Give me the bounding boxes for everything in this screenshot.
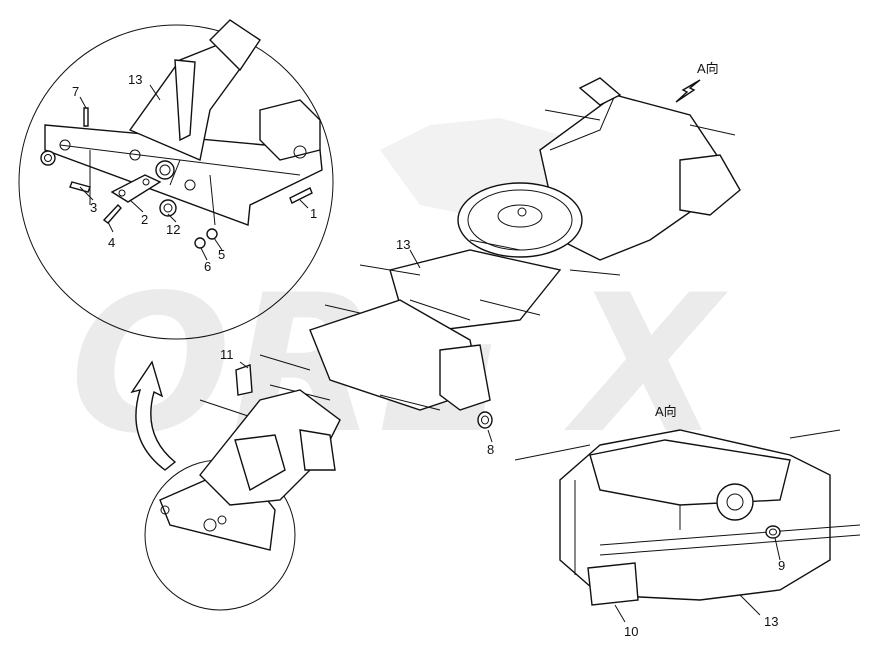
callout-1: 1 — [310, 206, 317, 221]
seal-ring-icon — [155, 160, 175, 180]
callout-8: 8 — [487, 442, 494, 457]
seal-ring-icon — [477, 411, 493, 429]
callout-7: 7 — [72, 84, 79, 99]
detail-circle — [18, 19, 334, 340]
pin-part — [289, 187, 313, 204]
washer-part — [194, 237, 206, 249]
callout-13-main: 13 — [396, 237, 410, 252]
callout-6: 6 — [204, 259, 211, 274]
slewing-ring — [457, 182, 583, 258]
main-frame-assembly — [199, 77, 741, 506]
callout-13-inset: 13 — [764, 614, 778, 629]
callout-12: 12 — [166, 222, 180, 237]
callout-2: 2 — [141, 212, 148, 227]
callout-5: 5 — [218, 247, 225, 262]
view-label-top: A向 — [697, 61, 719, 76]
curved-arrow-up-icon — [130, 360, 177, 471]
nut-part — [206, 228, 218, 240]
view-label-inset: A向 — [655, 404, 677, 419]
callout-9: 9 — [778, 558, 785, 573]
cover-plate-part — [587, 562, 639, 606]
callout-13-detail: 13 — [128, 72, 142, 87]
seal-ring-icon — [765, 525, 781, 539]
seal-ring-icon — [40, 150, 56, 166]
seal-ring-icon — [159, 199, 177, 217]
callout-10: 10 — [624, 624, 638, 639]
clip-part — [235, 364, 253, 396]
inset-view-a — [514, 429, 861, 623]
callout-3: 3 — [90, 200, 97, 215]
bolt-part — [102, 203, 122, 224]
callout-11: 11 — [220, 347, 234, 362]
callout-4: 4 — [108, 235, 115, 250]
labels: A向 A向 1 2 3 4 5 6 7 8 9 10 11 12 13 13 1… — [72, 61, 785, 639]
arrow-down-left-icon — [675, 79, 701, 103]
spring-pin-part — [83, 107, 89, 127]
